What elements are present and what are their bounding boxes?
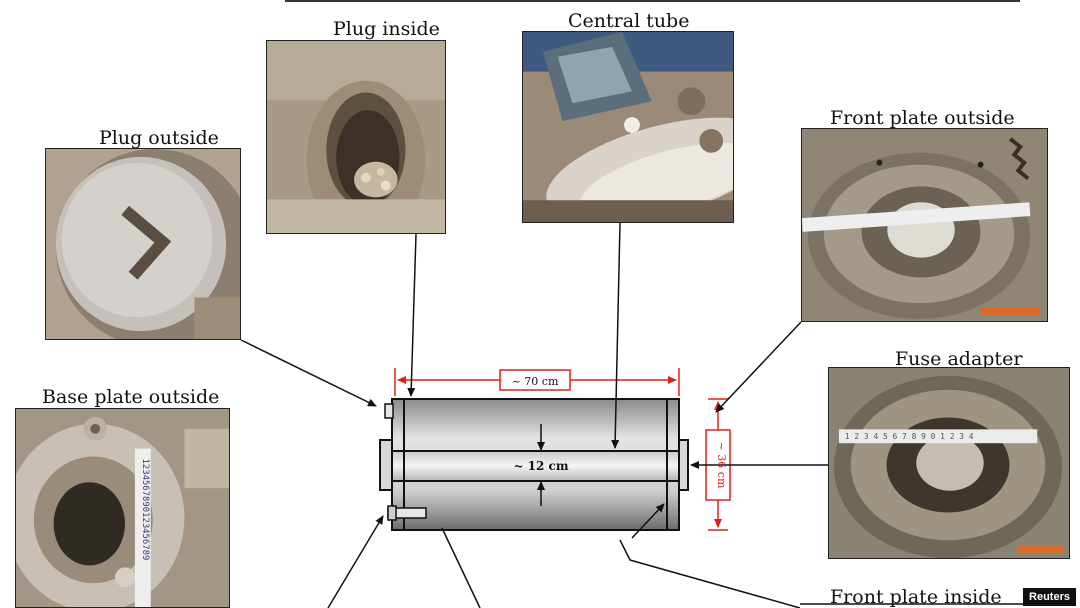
label-plug-inside: Plug inside [333, 18, 440, 40]
photo-front-plate-outside [801, 128, 1048, 322]
photo-fuse-adapter: 1 2 3 4 5 6 7 8 9 0 1 2 3 4 [828, 367, 1070, 559]
dim-diameter-text: ~ 36 cm [715, 442, 728, 489]
leader-lines [240, 222, 1040, 608]
photo-central-tube [522, 31, 734, 223]
dimension-length [394, 368, 680, 396]
label-front-plate-outside: Front plate outside [830, 107, 1015, 129]
dim-tube-text: ~ 12 cm [513, 459, 568, 473]
svg-text:1 2 3 4 5 6 7 8 9 0 1 2 3 4: 1 2 3 4 5 6 7 8 9 0 1 2 3 4 [845, 432, 974, 441]
photo-plug-outside [45, 148, 241, 340]
label-front-plate-inside: Front plate inside [830, 586, 1002, 608]
top-border-line [285, 0, 1020, 2]
reuters-credit: Reuters [1023, 588, 1076, 606]
svg-text:1234567890123456789: 1234567890123456789 [140, 459, 150, 561]
label-base-plate-outside: Base plate outside [42, 386, 220, 408]
label-fuse-adapter: Fuse adapter [895, 348, 1023, 370]
dim-length-text: ~ 70 cm [512, 375, 559, 388]
cylinder-body [379, 398, 689, 531]
label-plug-outside: Plug outside [99, 127, 219, 149]
photo-base-plate-outside: 1234567890123456789 [15, 408, 230, 608]
label-central-tube: Central tube [568, 10, 690, 32]
photo-plug-inside [266, 40, 446, 234]
